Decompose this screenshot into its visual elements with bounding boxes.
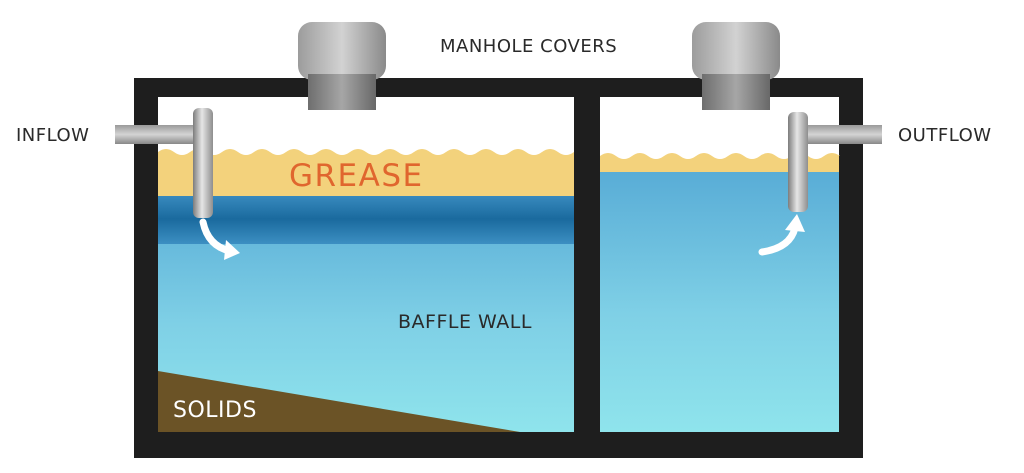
inflow-label: INFLOW bbox=[16, 125, 90, 146]
right-grease-layer bbox=[600, 153, 840, 172]
baffle-wall-label: BAFFLE WALL bbox=[398, 311, 532, 333]
manhole-cover-left bbox=[298, 22, 386, 110]
outflow-arrow-icon bbox=[758, 214, 805, 256]
dark-water-band bbox=[158, 194, 574, 244]
baffle-wall bbox=[574, 97, 600, 400]
left-grease-layer bbox=[158, 149, 574, 196]
solids-layer bbox=[158, 371, 520, 432]
manhole-cover-right bbox=[692, 22, 780, 110]
outflow-label: OUTFLOW bbox=[898, 125, 992, 146]
manhole-covers-label: MANHOLE COVERS bbox=[440, 36, 618, 57]
solids-label: SOLIDS bbox=[173, 398, 257, 423]
outflow-pipe bbox=[788, 112, 882, 212]
right-chamber-water bbox=[600, 170, 839, 432]
grease-label: GREASE bbox=[289, 158, 424, 194]
inflow-pipe bbox=[115, 108, 213, 218]
inflow-arrow-icon bbox=[199, 218, 240, 260]
